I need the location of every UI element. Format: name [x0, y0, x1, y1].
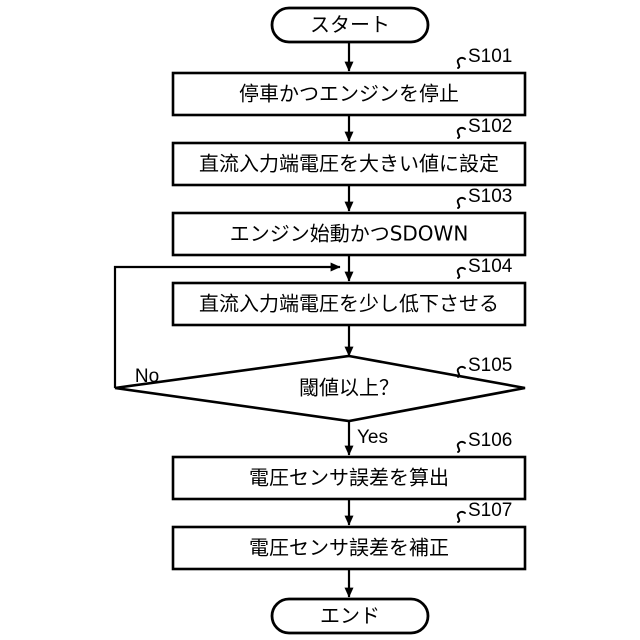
decision-label-s105: 閾値以上？ — [299, 376, 399, 400]
branch-label-no: No — [135, 366, 159, 387]
process-box-s107 — [171, 525, 527, 571]
step-tick-s107 — [456, 510, 466, 523]
process-box-s104 — [171, 281, 527, 327]
step-id-s101: S101 — [468, 46, 512, 67]
process-label-s103: エンジン始動かつSDOWN — [230, 222, 469, 246]
process-label-s106: 電圧センサ誤差を算出 — [249, 466, 449, 490]
terminator-end-label: エンド — [320, 604, 380, 628]
step-id-s107: S107 — [468, 500, 512, 521]
step-id-s104: S104 — [468, 256, 513, 277]
process-box-s103 — [171, 211, 527, 257]
step-tick-s105 — [456, 365, 466, 378]
terminator-start — [270, 6, 430, 44]
process-label-s104: 直流入力端電圧を少し低下させる — [199, 292, 499, 316]
step-tick-s106 — [456, 440, 466, 453]
decision-diamond-s105 — [114, 354, 526, 423]
process-box-s102 — [171, 141, 527, 187]
step-id-s106: S106 — [468, 430, 512, 451]
step-tick-s101 — [456, 56, 466, 69]
step-id-s102: S102 — [468, 116, 512, 137]
connector-s105-no-feedback-loop — [113, 262, 341, 388]
branch-label-yes: Yes — [357, 427, 388, 448]
terminator-start-label: スタート — [310, 13, 390, 37]
terminator-end — [270, 597, 430, 635]
step-tick-s104 — [456, 266, 466, 279]
process-label-s107: 電圧センサ誤差を補正 — [249, 536, 449, 560]
process-box-s101 — [171, 71, 527, 117]
process-label-s102: 直流入力端電圧を大きい値に設定 — [199, 152, 499, 176]
step-tick-s102 — [456, 126, 466, 139]
process-label-s101: 停車かつエンジンを停止 — [239, 82, 459, 106]
step-tick-s103 — [456, 196, 466, 209]
process-box-s106 — [171, 455, 527, 501]
step-id-s103: S103 — [468, 186, 512, 207]
step-id-s105: S105 — [468, 355, 512, 376]
